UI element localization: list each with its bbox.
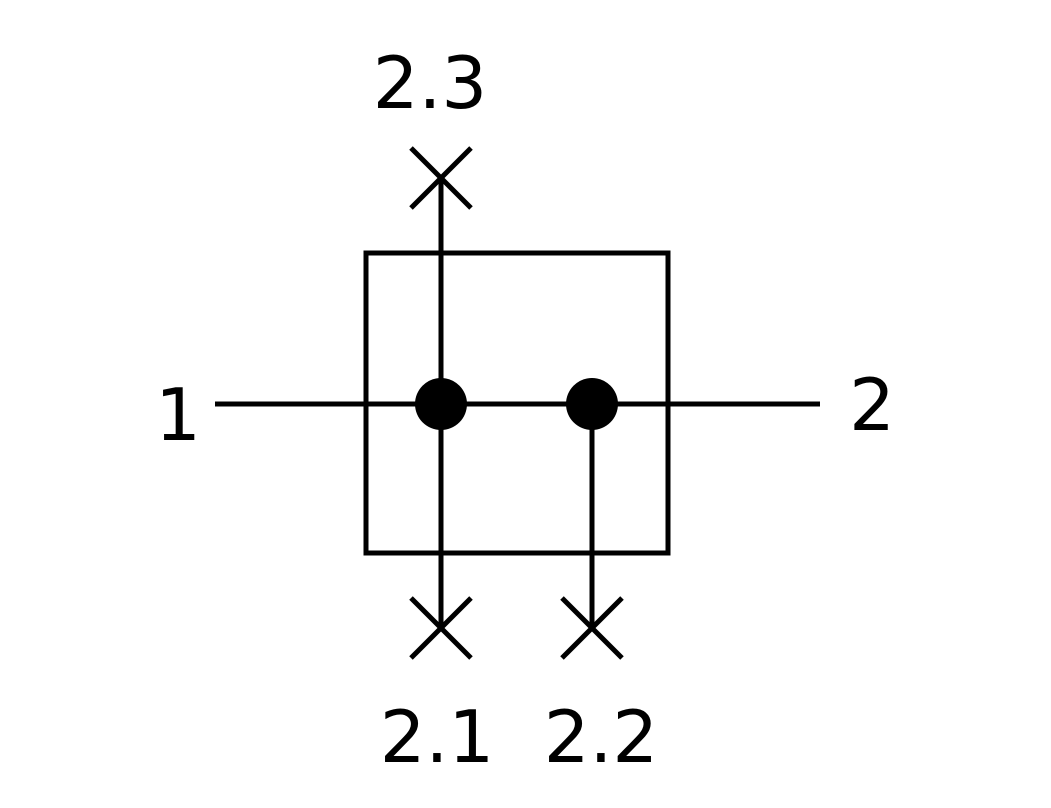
junction-dot-right [566, 378, 618, 430]
junction-dot-left [415, 378, 467, 430]
terminal-x-marker-2-2 [560, 596, 624, 660]
terminal-x-marker-2-1 [409, 596, 473, 660]
label-port-2-2: 2.2 [544, 695, 659, 779]
terminal-x-marker-2-3 [409, 146, 473, 210]
label-port-1: 1 [155, 373, 201, 457]
label-port-2-1: 2.1 [380, 695, 495, 779]
label-port-2: 2 [849, 363, 895, 447]
label-port-2-3: 2.3 [373, 41, 488, 125]
